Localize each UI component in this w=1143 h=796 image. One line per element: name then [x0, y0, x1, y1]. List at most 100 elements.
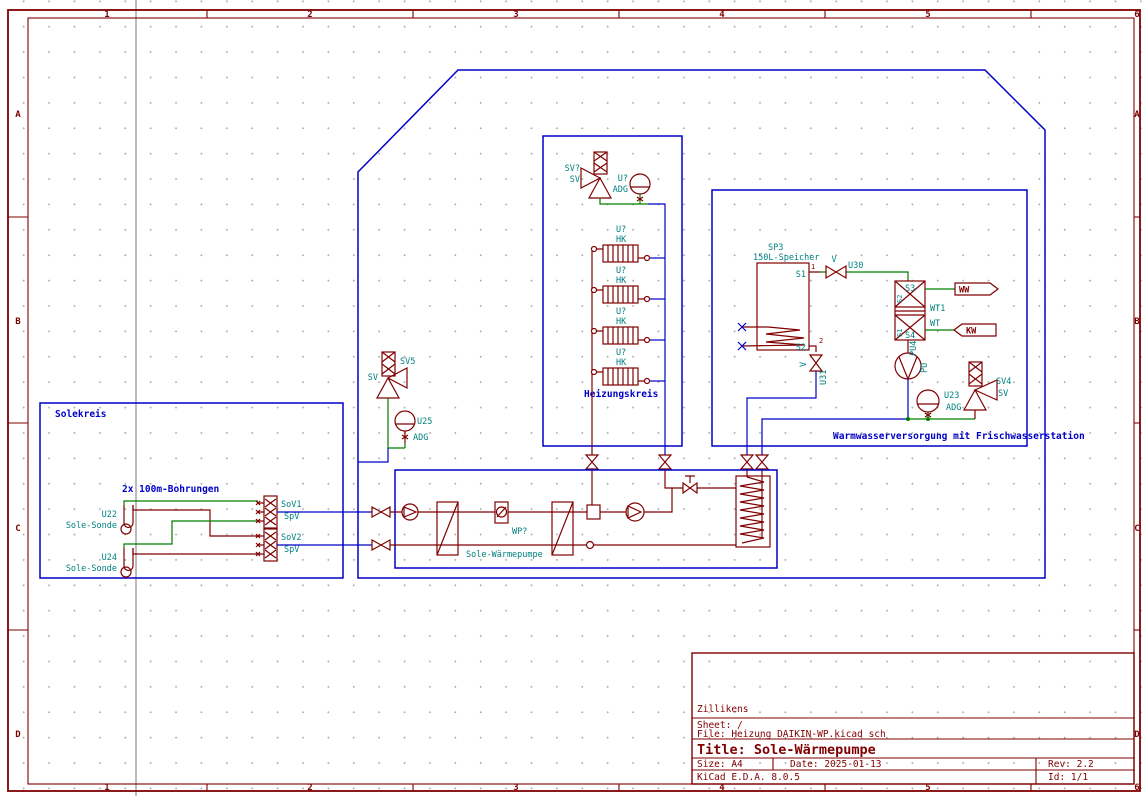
bohrungen-note[interactable]: 2x 100m-Bohrungen [122, 484, 219, 495]
hk3-value[interactable]: HK [616, 317, 627, 327]
sov2-valve[interactable]: SoV2 SpV [255, 528, 301, 562]
wire[interactable] [123, 520, 258, 548]
wire[interactable] [600, 487, 736, 513]
sv5-ref[interactable]: SV5 [400, 357, 415, 367]
u31-valve[interactable]: V U31 [799, 354, 829, 385]
wire[interactable] [387, 398, 406, 449]
wp-compressor[interactable] [494, 501, 509, 524]
wt1-value[interactable]: WT [930, 319, 940, 329]
sv4-safety-valve[interactable]: SV4 SV [962, 361, 1011, 419]
wp-t-fitting[interactable] [586, 504, 601, 520]
sp3-s2-label[interactable]: S2 [796, 343, 806, 353]
wire[interactable] [908, 412, 975, 420]
u31-value[interactable]: U31 [819, 370, 829, 385]
u22-value[interactable]: Sole-Sonde [66, 521, 117, 531]
u23-value[interactable]: ADG [946, 403, 961, 413]
hk-adg-ref[interactable]: U? [618, 174, 628, 184]
warmwasser-group[interactable]: Warmwasserversorgung mit Frischwassersta… [711, 189, 1085, 456]
hk-sv-ref[interactable]: SV? [565, 164, 580, 174]
u23-expansion-vessel[interactable]: U23 ADG [916, 389, 961, 418]
hk1-ref[interactable]: U? [616, 225, 626, 235]
wp-pump1[interactable] [401, 503, 419, 521]
wp-label[interactable]: Sole-Wärmepumpe [466, 550, 543, 560]
riser-valve[interactable] [739, 454, 755, 470]
solekreis-group[interactable]: Solekreis 2x 100m-Bohrungen U22 Sole-Son… [39, 402, 344, 579]
wire[interactable] [761, 379, 909, 456]
wp-inlet-valve[interactable] [371, 505, 391, 519]
pu4-pump[interactable]: PU4 PU [894, 341, 930, 380]
sov2-value[interactable]: SpV [284, 545, 299, 555]
wt1-ref[interactable]: WT1 [930, 304, 945, 314]
sp3-s1-label[interactable]: S1 [796, 270, 806, 280]
u30-value[interactable]: U30 [848, 261, 863, 271]
wt1-port-bottom[interactable]: S4 [905, 331, 915, 341]
wire[interactable] [746, 371, 817, 456]
sp3-speicher[interactable]: SP3 150L-Speicher S1 S2 1 2 [737, 243, 823, 353]
wp-pump2[interactable] [625, 502, 645, 522]
solekreis-label[interactable]: Solekreis [55, 409, 106, 420]
wp-buffer-tank[interactable] [735, 475, 771, 548]
sp3-value[interactable]: 150L-Speicher [753, 253, 820, 263]
u22-ref[interactable]: U22 [102, 510, 117, 520]
wire[interactable] [358, 448, 389, 463]
hk4-value[interactable]: HK [616, 358, 627, 368]
wp-group[interactable]: WP? Sole-Wärmepumpe [371, 469, 778, 569]
wire[interactable] [648, 203, 666, 456]
sv4-value[interactable]: SV [998, 389, 1008, 399]
wt1-port-top[interactable]: S3 [905, 284, 915, 294]
heizungskreis-box[interactable] [542, 135, 683, 447]
riser-valves[interactable] [584, 454, 770, 505]
system-outline[interactable] [357, 69, 1046, 579]
ww-hier-label[interactable]: WW [954, 282, 999, 296]
riser-valve[interactable] [584, 454, 600, 470]
riser-valve[interactable] [754, 454, 770, 470]
wire[interactable] [123, 500, 258, 505]
wire[interactable] [664, 469, 672, 489]
sv5-value[interactable]: SV [368, 373, 378, 383]
u25-value[interactable]: ADG [413, 433, 428, 443]
wt1-heat-exchanger[interactable]: S3 S4 S2 S1 WT1 WT [894, 280, 945, 341]
u23-ref[interactable]: U23 [944, 391, 959, 401]
ww-label-text[interactable]: WW [959, 286, 970, 296]
wp-inlet-valve[interactable] [371, 538, 391, 552]
u30-valve[interactable]: V U30 [820, 255, 909, 281]
pu4-ref[interactable]: PU4 [909, 341, 919, 356]
wp-heat-exchanger[interactable] [436, 501, 459, 556]
warmwasser-box[interactable] [711, 189, 1028, 447]
hk-adg-value[interactable]: ADG [613, 185, 628, 195]
u25-expansion-vessel[interactable]: U25 ADG [394, 410, 432, 443]
hk3-ref[interactable]: U? [616, 307, 626, 317]
pu4-value[interactable]: PU [920, 363, 930, 373]
hk2-ref[interactable]: U? [616, 266, 626, 276]
u30-ref[interactable]: V [831, 255, 836, 265]
riser-valve[interactable] [657, 454, 673, 470]
sv5-safety-valve[interactable]: SV5 SV [368, 351, 416, 399]
wp-box[interactable] [394, 469, 778, 569]
hk-expansion-vessel[interactable]: U? ADG [613, 173, 651, 202]
solekreis-box[interactable] [39, 402, 344, 579]
u25-ref[interactable]: U25 [417, 417, 432, 427]
heizungskreis-group[interactable]: Heizungskreis SV? SV U? ADG U? HK [542, 135, 683, 456]
wp-ref[interactable]: WP? [512, 527, 527, 537]
sov2-ref[interactable]: SoV2 [281, 533, 301, 543]
u24-sole-sonde[interactable]: U24 Sole-Sonde [66, 548, 134, 578]
radiator-hk1[interactable]: U? HK [590, 225, 666, 263]
heizungskreis-label[interactable]: Heizungskreis [584, 389, 658, 400]
kw-label-text[interactable]: KW [966, 327, 977, 337]
warmwasser-label[interactable]: Warmwasserversorgung mit Frischwassersta… [833, 431, 1085, 442]
wire[interactable] [132, 548, 258, 555]
kw-hier-label[interactable]: KW [953, 323, 997, 337]
hk2-value[interactable]: HK [616, 276, 627, 286]
radiator-hk2[interactable]: U? HK [590, 266, 666, 304]
hk-safety-valve[interactable]: SV? SV [565, 151, 613, 199]
radiator-hk4[interactable]: U? HK [590, 348, 666, 386]
u24-ref[interactable]: U24 [102, 553, 117, 563]
sov1-ref[interactable]: SoV1 [281, 500, 301, 510]
hk-sv-value[interactable]: SV [570, 175, 580, 185]
wp-hand-valve[interactable] [682, 475, 698, 495]
hk1-value[interactable]: HK [616, 235, 627, 245]
sp3-ref[interactable]: SP3 [768, 243, 783, 253]
sv4-ref[interactable]: SV4 [996, 377, 1011, 387]
u22-sole-sonde[interactable]: U22 Sole-Sonde [66, 505, 134, 535]
